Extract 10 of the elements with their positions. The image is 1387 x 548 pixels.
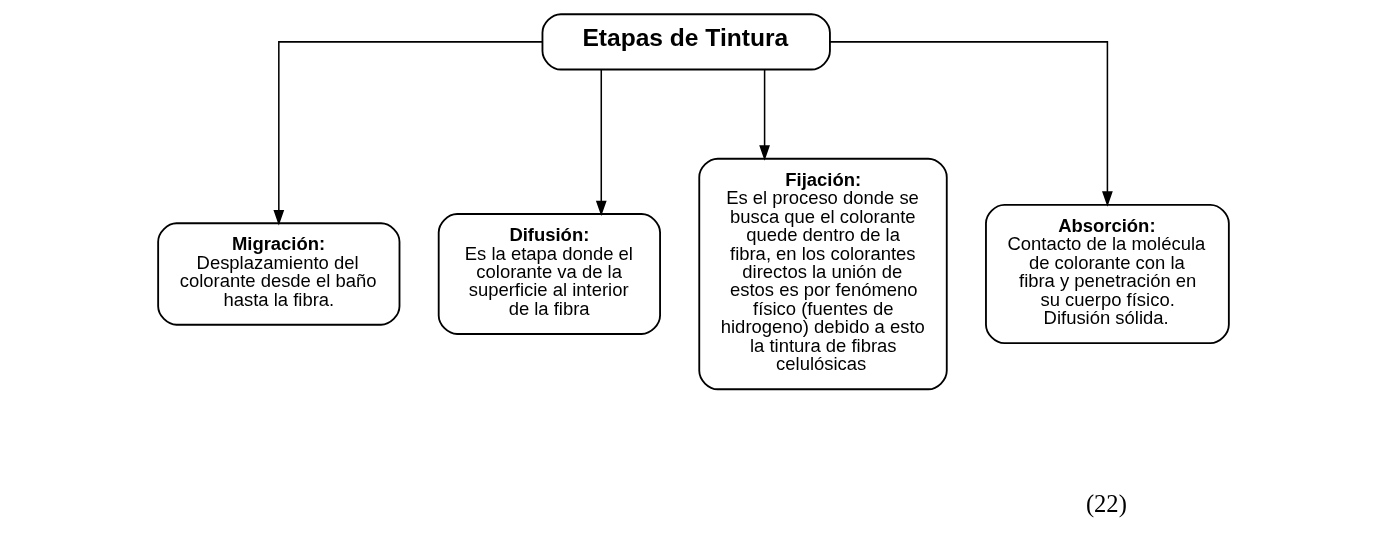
arrow — [595, 69, 607, 217]
node-box: Difusión: Es la etapa donde el colorante va de la superficie al interior de la fibra — [437, 213, 661, 335]
arrow — [759, 69, 770, 161]
arrow — [829, 41, 1113, 207]
node-box: Fijación: Es el proceso donde se busca que el colorante quede dentro de la fibra, en los colorantes directos la unión de estos es por fenómeno físico (fuentes de hidrogeno) debido a esto la tintura de fibras celulósicas — [698, 157, 948, 391]
node-box: Migración: Desplazamiento del colorante desde el baño hasta la fibra. — [157, 222, 401, 326]
arrow — [273, 41, 543, 226]
node-box: Absorción: Contacto de la molécula de colorante con la fibra y penetración en su cuerpo físico. Difusión sólida. — [985, 203, 1230, 345]
node-box: Etapas de Tintura — [541, 13, 831, 71]
label: (22) — [1085, 489, 1127, 517]
